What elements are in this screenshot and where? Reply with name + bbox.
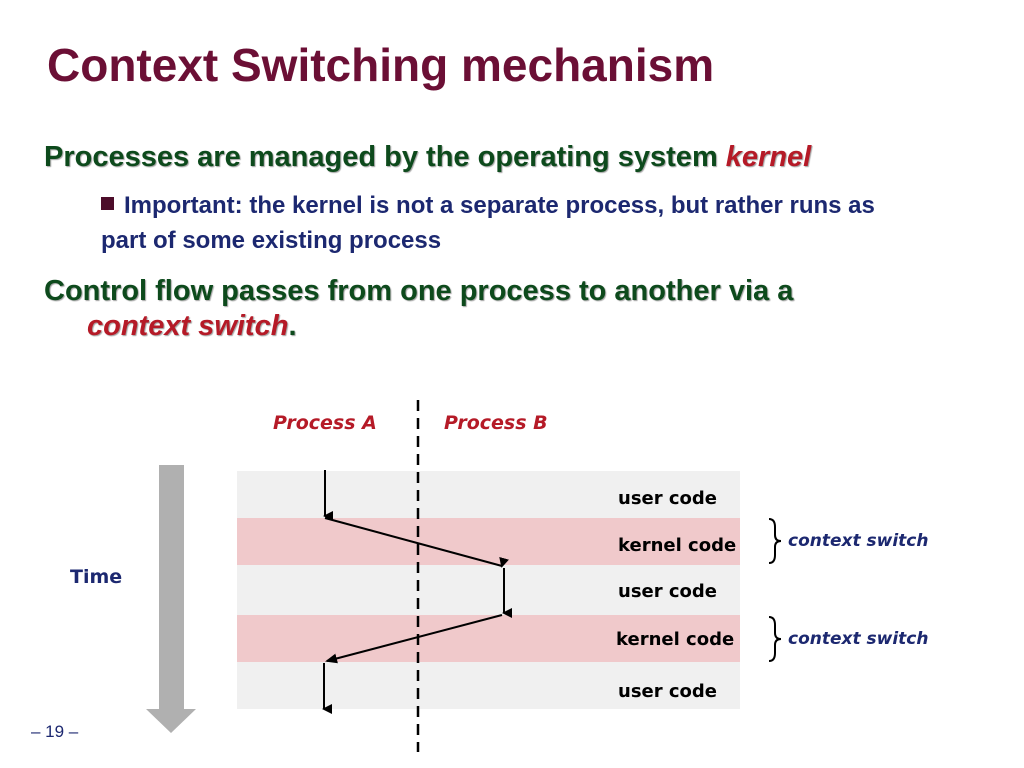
- flow-switch-b-to-a: [325, 614, 503, 664]
- context-switch-emphasis: context switch: [87, 310, 289, 342]
- brace-icon: [768, 518, 782, 564]
- sub-bullet-text: Important: the kernel is not a separate …: [101, 192, 875, 254]
- row-band: [237, 471, 740, 518]
- page-number: – 19 –: [31, 722, 79, 741]
- process-a-label: Process A: [273, 412, 377, 434]
- bullet-control-flow: Control flow passes from one process to …: [44, 274, 984, 344]
- brace-icon: [768, 616, 782, 662]
- row-band: [237, 565, 740, 615]
- flow-switch-a-to-b: [324, 517, 509, 568]
- bullet-text: Processes are managed by the operating s…: [44, 141, 726, 173]
- row-band: [237, 662, 740, 709]
- row-label: kernel code: [616, 629, 734, 650]
- bullet-period: .: [288, 310, 297, 342]
- bullet-kernel-management: Processes are managed by the operating s…: [44, 141, 811, 174]
- time-label: Time: [70, 566, 122, 588]
- control-flow-path: [322, 470, 512, 714]
- timeline-rows: [237, 471, 740, 709]
- time-arrow-icon: [146, 465, 196, 733]
- square-bullet-icon: [101, 197, 114, 210]
- bullet-text: Control flow passes from one process to …: [44, 275, 794, 307]
- context-switch-label: context switch: [788, 629, 928, 649]
- row-label: user code: [618, 681, 717, 702]
- context-switch-label: context switch: [788, 531, 928, 551]
- row-band: [237, 615, 740, 662]
- process-b-label: Process B: [444, 412, 548, 434]
- row-label: user code: [618, 488, 717, 509]
- slide-title: Context Switching mechanism: [47, 39, 715, 91]
- row-label: kernel code: [618, 535, 736, 556]
- row-label: user code: [618, 581, 717, 602]
- sub-bullet-kernel-note: Important: the kernel is not a separate …: [101, 188, 921, 258]
- row-band: [237, 518, 740, 565]
- kernel-emphasis: kernel: [725, 141, 812, 173]
